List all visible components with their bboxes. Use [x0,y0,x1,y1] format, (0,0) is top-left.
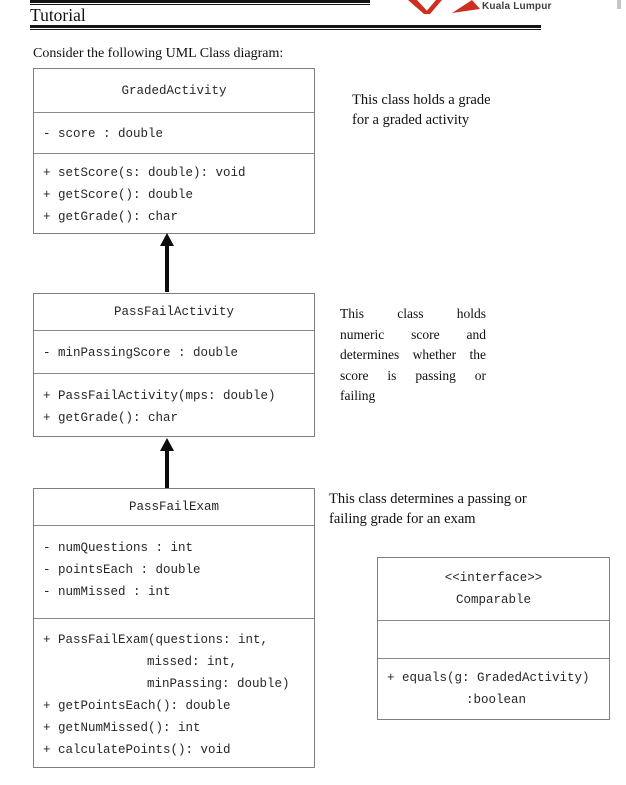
note-line: determines whether the [340,347,486,362]
attribute-line: - numQuestions : int [43,541,194,555]
inheritance-arrow-shaft [165,244,169,292]
note-line: This class holds [340,306,486,321]
note-passfailexam: This class determines a passing or faili… [329,489,527,529]
note-passfailactivity: This class holds numeric score and deter… [340,304,486,407]
class-name-passfailexam: PassFailExam [34,489,314,526]
method-line: + PassFailExam(questions: int, [43,633,269,647]
inheritance-arrow-icon [160,233,174,246]
methods-section: + equals(g: GradedActivity) :boolean [378,659,609,719]
method-line-continuation: minPassing: double) [147,677,290,691]
method-line: + PassFailActivity(mps: double) [43,389,276,403]
note-line: failing [340,388,376,403]
method-line: + calculatePoints(): void [43,743,231,757]
class-box-passfailactivity: PassFailActivity - minPassingScore : dou… [33,293,315,437]
note-line: failing grade for an exam [329,511,476,527]
interface-box-comparable: <<interface>> Comparable + equals(g: Gra… [377,557,610,720]
note-line: This class determines a passing or [329,491,527,507]
interface-title-section: <<interface>> Comparable [378,558,609,621]
method-line: + getNumMissed(): int [43,721,201,735]
note-line: This class holds a grade [352,92,491,108]
class-name-gradedactivity: GradedActivity [34,69,314,113]
university-logo-icon [408,0,480,14]
note-line: numeric score and [340,326,486,342]
note-line: for a graded activity [352,112,470,128]
methods-section: + PassFailExam(questions: int, missed: i… [34,619,314,767]
class-name-passfailactivity: PassFailActivity [34,294,314,331]
header-top-rule-thin [30,4,370,5]
attributes-section: - minPassingScore : double [34,331,314,374]
interface-stereotype: <<interface>> [444,571,543,585]
method-line: + setScore(s: double): void [43,166,246,180]
attribute-line: - score : double [43,127,164,141]
method-line: + getPointsEach(): double [43,699,231,713]
page-title: Tutorial [30,5,86,25]
attribute-line: - numMissed : int [43,585,171,599]
class-box-gradedactivity: GradedActivity - score : double + setSco… [33,68,315,234]
method-line-continuation: missed: int, [147,655,238,669]
header-bottom-rule-thin [30,29,541,30]
attributes-section: - score : double [34,113,314,154]
attributes-section-empty [378,621,609,659]
header-bottom-rule-thick [30,25,541,28]
note-gradedactivity: This class holds a grade for a graded ac… [352,90,491,130]
intro-text: Consider the following UML Class diagram… [33,46,284,61]
note-line: score is passing or [340,367,486,383]
inheritance-arrow-icon [160,438,174,451]
logo-text: Kuala Lumpur [482,1,552,12]
inheritance-arrow-shaft [165,449,169,488]
method-line: + equals(g: GradedActivity) [387,671,590,685]
attribute-line: - pointsEach : double [43,563,201,577]
method-line: + getGrade(): char [43,411,179,425]
attributes-section: - numQuestions : int - pointsEach : doub… [34,526,314,619]
method-line: + getScore(): double [43,188,194,202]
attribute-line: - minPassingScore : double [43,346,239,360]
method-line: + getGrade(): char [43,210,179,224]
class-box-passfailexam: PassFailExam - numQuestions : int - poin… [33,488,315,768]
interface-name: Comparable [455,593,531,607]
header-top-rule-thick [30,0,370,3]
methods-section: + PassFailActivity(mps: double) + getGra… [34,374,314,436]
methods-section: + setScore(s: double): void + getScore()… [34,154,314,233]
header-corner-mark [617,0,621,9]
method-line-continuation: :boolean [466,693,527,707]
